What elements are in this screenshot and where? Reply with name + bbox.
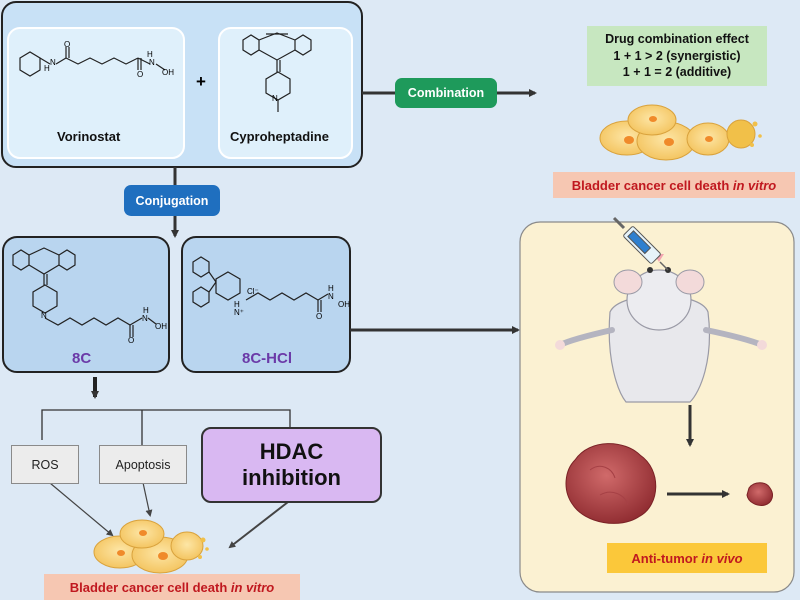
vorinostat-carbonyl-o: O <box>137 70 144 79</box>
combination-step: Combination <box>395 78 497 108</box>
c8-hcl-ammonium-h: H <box>234 300 240 309</box>
c8-hcl-structure <box>192 256 329 312</box>
cyproheptadine-structure <box>242 32 312 112</box>
in-vivo-outcome-text: Anti-tumor <box>631 550 702 566</box>
in-vivo-outcome: Anti-tumor in vivo <box>607 543 767 573</box>
plus-sign: + <box>196 72 206 91</box>
cancer-cells-bottom <box>93 519 209 574</box>
cyproheptadine-label: Cyproheptadine <box>230 129 329 144</box>
c8-hcl-chloride: Cl⁻ <box>247 287 259 296</box>
vorinostat-hydroxamic-n: N <box>149 58 155 67</box>
c8-ring-n: N <box>41 311 47 320</box>
vorinostat-structure <box>19 47 166 77</box>
conjugate-8c-hcl-box <box>181 236 351 373</box>
cancer-cells-top <box>599 104 762 161</box>
c8-hcl-hydroxamic-n: N <box>328 292 334 301</box>
c8-carbonyl-o: O <box>128 336 135 345</box>
in-vitro-outcome-top-emphasis: in vitro <box>732 177 777 193</box>
conjugate-8c-box <box>2 236 170 373</box>
c8-hcl-ammonium: N⁺ <box>234 308 244 317</box>
c8-hydroxamic-h: H <box>143 306 149 315</box>
c8-oh: OH <box>155 322 167 331</box>
ros-box: ROS <box>11 445 79 484</box>
combination-effect-title: Drug combination effect <box>605 31 749 46</box>
vorinostat-oh: OH <box>162 68 174 77</box>
hdac-line1: HDAC <box>259 438 324 464</box>
c8-hcl-oh: OH <box>338 300 350 309</box>
vorinostat-amide-h: H <box>44 64 50 73</box>
c8-hcl-carbonyl-o: O <box>316 312 323 321</box>
combination-effect-note: Drug combination effect 1 + 1 > 2 (syner… <box>587 26 767 86</box>
c8-hydroxamic-n: N <box>142 314 148 323</box>
small-tumor <box>746 482 773 506</box>
cyproheptadine-box <box>218 27 353 159</box>
vorinostat-amide-o: O <box>64 40 71 49</box>
additive-line: 1 + 1 = 2 (additive) <box>622 65 732 80</box>
mouse-illustration <box>555 254 767 403</box>
cyproheptadine-n: N <box>272 94 278 103</box>
in-vivo-outcome-emphasis: in vivo <box>701 550 743 566</box>
synergistic-line: 1 + 1 > 2 (synergistic) <box>613 48 741 63</box>
c8-hcl-label: 8C-HCl <box>242 350 293 367</box>
apoptosis-box: Apoptosis <box>99 445 187 484</box>
hdac-inhibition-box: HDAC inhibition <box>201 427 382 503</box>
syringe-illustration <box>612 216 669 271</box>
vorinostat-hydroxamic-h: H <box>147 50 153 59</box>
vorinostat-label: Vorinostat <box>57 129 121 144</box>
in-vitro-outcome-top: Bladder cancer cell death in vitro <box>553 172 795 198</box>
vorinostat-amide-n: N <box>50 58 56 67</box>
hdac-line2: inhibition <box>242 465 341 490</box>
conjugation-step: Conjugation <box>124 185 220 216</box>
in-vitro-outcome-bottom: Bladder cancer cell death in vitro <box>44 574 300 600</box>
large-tumor <box>565 443 657 524</box>
in-vitro-outcome-bottom-emphasis: in vitro <box>230 579 275 595</box>
vorinostat-box <box>7 27 185 159</box>
in-vitro-outcome-top-text: Bladder cancer cell death <box>571 177 733 193</box>
c8-label: 8C <box>72 350 92 367</box>
in-vitro-outcome-bottom-text: Bladder cancer cell death <box>69 579 231 595</box>
c8-hcl-hydroxamic-h: H <box>328 284 334 293</box>
c8-structure <box>12 247 157 337</box>
